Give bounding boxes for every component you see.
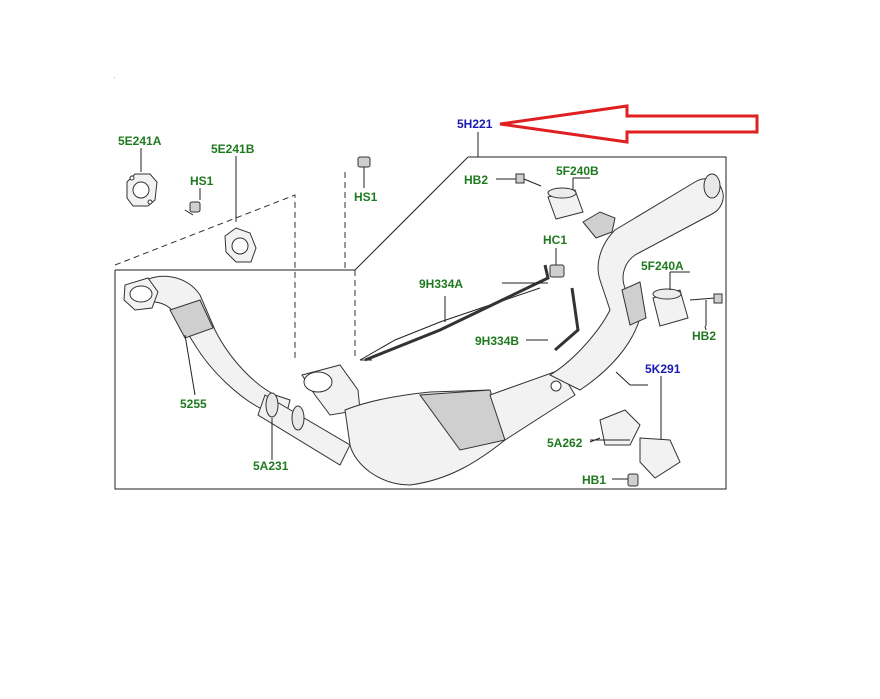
pipe-5a231 <box>257 392 351 466</box>
stud-hs1-left <box>184 188 201 216</box>
label-hb2-top: HB2 <box>464 173 488 187</box>
corner-mark: · <box>113 73 116 82</box>
stud-hs1-right <box>357 156 371 188</box>
gasket-5e241a <box>126 148 158 207</box>
label-hs1-right: HS1 <box>354 190 378 204</box>
label-5e241b: 5E241B <box>211 142 255 156</box>
gasket-5e241b <box>224 156 257 263</box>
label-5e241a: 5E241A <box>118 134 162 148</box>
label-5a231: 5A231 <box>253 459 289 473</box>
rear-pipe-assembly <box>548 173 724 392</box>
assembly-frame <box>114 132 727 490</box>
label-9h334a: 9H334A <box>419 277 463 291</box>
label-5k291: 5K291 <box>645 362 681 376</box>
label-hb2-right: HB2 <box>692 329 716 343</box>
dashed-leaders <box>114 172 356 360</box>
label-5f240b: 5F240B <box>556 164 599 178</box>
label-5a262: 5A262 <box>547 436 583 450</box>
label-5h221: 5H221 <box>457 117 493 131</box>
label-5255: 5255 <box>180 397 207 411</box>
hanger-5f240a <box>652 272 689 327</box>
label-hb1: HB1 <box>582 473 606 487</box>
bolt-hb2-top <box>496 173 542 187</box>
tube-9h334b <box>526 287 580 352</box>
bracket-5k291 <box>615 371 681 479</box>
label-hc1: HC1 <box>543 233 567 247</box>
bolt-hb1 <box>612 473 639 487</box>
label-9h334b: 9H334B <box>475 334 519 348</box>
hanger-5f240b <box>547 178 584 220</box>
label-5f240a: 5F240A <box>641 259 684 273</box>
label-leaders <box>502 177 707 441</box>
clamp-hc1 <box>549 248 565 278</box>
bolt-hb2-right <box>689 293 723 326</box>
tube-9h334a <box>364 264 550 362</box>
red-pointer-arrow <box>499 104 759 144</box>
label-hs1-left: HS1 <box>190 174 214 188</box>
insulator-5a262 <box>589 409 641 446</box>
